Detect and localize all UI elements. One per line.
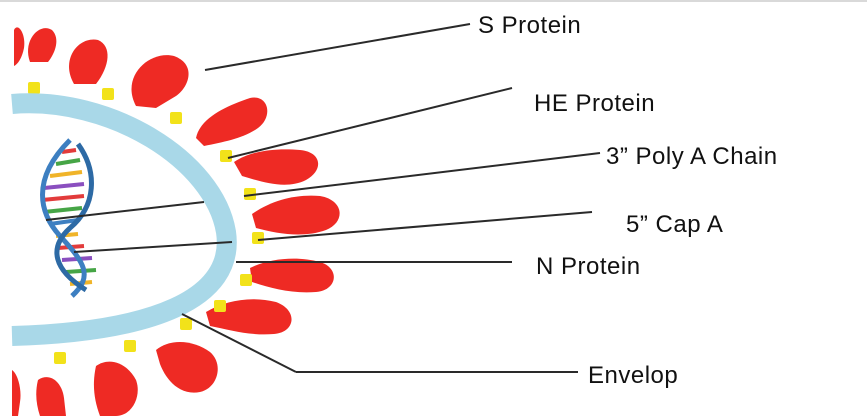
label-envelop: Envelop	[588, 362, 678, 389]
leader-s-protein	[205, 24, 470, 70]
he-knob	[170, 112, 182, 124]
leader-he-protein	[228, 88, 512, 158]
spike	[12, 370, 21, 416]
label-cap-a: 5” Cap A	[626, 211, 723, 238]
spike	[14, 27, 24, 66]
he-knob	[124, 340, 136, 352]
he-knob	[220, 150, 232, 162]
spike	[196, 98, 267, 146]
he-knob	[102, 88, 114, 100]
he-knob	[180, 318, 192, 330]
spike	[234, 149, 318, 184]
spike	[132, 55, 189, 108]
spike	[69, 40, 108, 84]
labels: S Protein HE Protein 3” Poly A Chain 5” …	[478, 12, 778, 389]
spike	[94, 362, 138, 416]
he-knob	[252, 232, 264, 244]
label-he-protein: HE Protein	[534, 90, 655, 117]
spike	[36, 377, 66, 416]
spike	[252, 196, 340, 235]
leader-helix-lower	[74, 242, 232, 252]
he-knob	[240, 274, 252, 286]
label-n-protein: N Protein	[536, 253, 641, 280]
he-knob	[54, 352, 66, 364]
spike	[28, 28, 56, 62]
he-knob	[28, 82, 40, 94]
label-s-protein: S Protein	[478, 12, 581, 39]
label-poly-a-chain: 3” Poly A Chain	[606, 143, 778, 170]
envelope-membrane	[12, 103, 227, 336]
spike	[250, 259, 334, 293]
spike	[156, 342, 218, 393]
he-knob	[214, 300, 226, 312]
